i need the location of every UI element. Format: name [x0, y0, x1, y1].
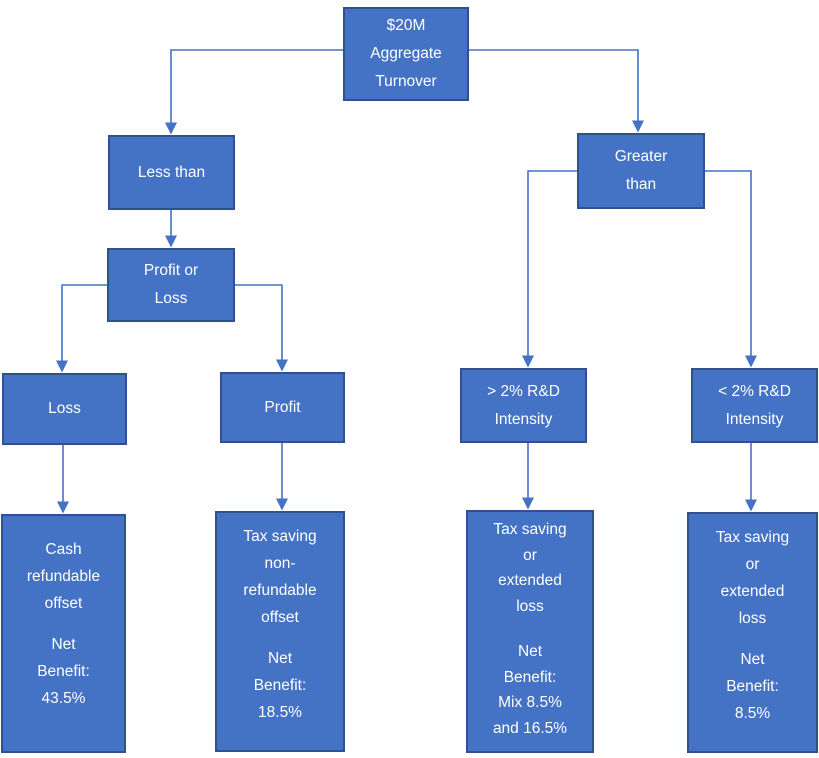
node-tax-saving-non-refundable-offset: Tax saving non- refundable offset Net Be…	[215, 511, 345, 752]
node-cash-refundable-offset-label: Cash refundable offset	[26, 541, 101, 612]
node-loss: Loss	[2, 373, 127, 445]
edge-profit-or-loss-to-profit	[235, 284, 288, 372]
node-less-than-label: Less than	[137, 163, 206, 181]
edge-turnover-to-less-than	[165, 49, 343, 135]
node-aggregate-turnover-label: $20M Aggregate Turnover	[370, 17, 442, 90]
node-loss-label: Loss	[48, 400, 81, 417]
node-tax-saving-or-extended-loss-mix-label: Tax saving or extended loss	[493, 521, 567, 615]
node-less-than: Less than	[108, 135, 235, 210]
node-greater-than: Greater than	[577, 133, 705, 209]
node-profit-label: Profit	[264, 398, 301, 416]
node-tax-saving-or-extended-loss: Tax saving or extended loss Net Benefit:…	[687, 512, 818, 753]
node-tax-saving-or-extended-loss-label: Tax saving or extended loss	[715, 529, 790, 627]
node-tax-saving-non-refundable-offset-benefit: Net Benefit: 18.5%	[253, 650, 307, 721]
edge-greater-than-to-lt-2pct	[705, 170, 757, 368]
node-profit-or-loss: Profit or Loss	[107, 248, 235, 322]
node-tax-saving-or-extended-loss-mix: Tax saving or extended loss Net Benefit:…	[466, 510, 594, 753]
edge-greater-than-to-gt-2pct	[522, 170, 577, 368]
edge-turnover-to-greater-than	[469, 49, 644, 133]
node-profit-or-loss-label: Profit or Loss	[143, 262, 199, 307]
node-lt-2pct-rd-intensity: < 2% R&D Intensity	[691, 368, 818, 443]
node-tax-saving-or-extended-loss-benefit: Net Benefit: 8.5%	[726, 651, 779, 722]
node-profit: Profit	[220, 372, 345, 443]
node-tax-saving-non-refundable-offset-label: Tax saving non- refundable offset	[243, 528, 317, 626]
node-aggregate-turnover: $20M Aggregate Turnover	[343, 7, 469, 101]
node-cash-refundable-offset: Cash refundable offset Net Benefit: 43.5…	[1, 514, 126, 753]
node-gt-2pct-rd-intensity-label: > 2% R&D Intensity	[487, 382, 560, 428]
edge-profit-or-loss-to-loss	[56, 284, 107, 373]
node-cash-refundable-offset-benefit: Net Benefit: 43.5%	[37, 636, 90, 707]
node-greater-than-label: Greater than	[614, 148, 668, 193]
node-tax-saving-or-extended-loss-mix-benefit: Net Benefit: Mix 8.5% and 16.5%	[492, 643, 568, 737]
node-lt-2pct-rd-intensity-label: < 2% R&D Intensity	[718, 382, 791, 428]
node-gt-2pct-rd-intensity: > 2% R&D Intensity	[460, 368, 587, 443]
